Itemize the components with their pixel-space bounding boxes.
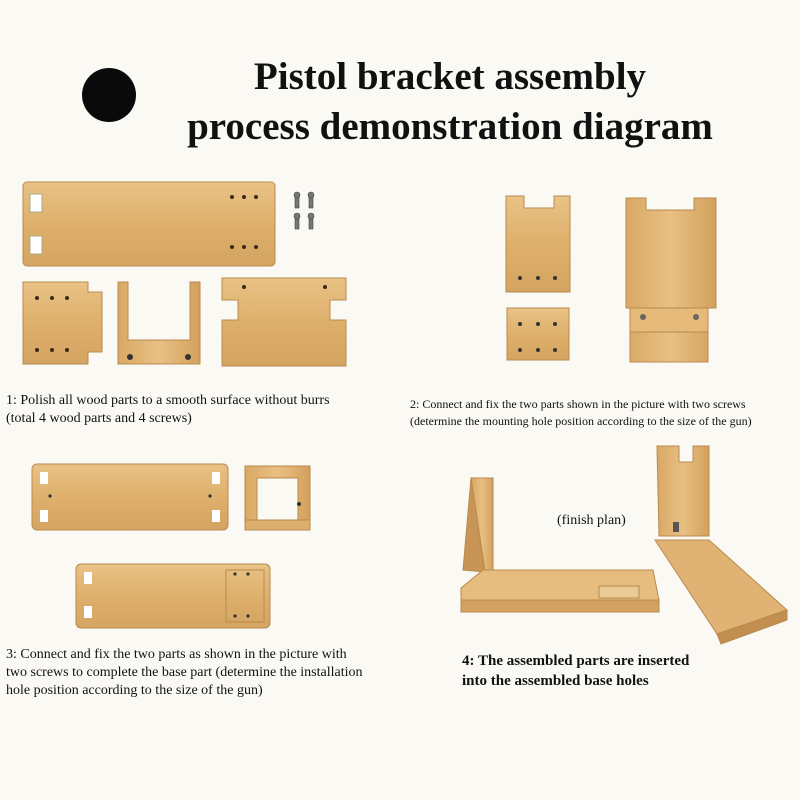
small-block-part bbox=[506, 307, 570, 361]
title-line-1: Pistol bracket assembly bbox=[253, 55, 647, 98]
upright-part bbox=[505, 195, 571, 293]
step-2-caption: 2: Connect and fix the two parts shown i… bbox=[410, 397, 752, 428]
bullet-dot-icon bbox=[82, 68, 136, 122]
back-plate-part bbox=[221, 277, 347, 367]
u-frame-part bbox=[117, 281, 201, 365]
step-4-caption: 4: The assembled parts are inserted into… bbox=[462, 653, 690, 689]
base-plate-part bbox=[31, 463, 229, 531]
step-4-image bbox=[455, 440, 800, 645]
page-title: Pistol bracket assembly process demonstr… bbox=[150, 52, 750, 152]
step-1-caption: 1: Polish all wood parts to a smooth sur… bbox=[6, 393, 330, 426]
title-line-2: process demonstration diagram bbox=[187, 105, 713, 148]
step-3-image bbox=[20, 460, 320, 635]
step-1-image bbox=[0, 170, 400, 390]
screws-icon bbox=[293, 191, 315, 230]
assembled-upright-part bbox=[625, 197, 717, 363]
base-plate-part bbox=[22, 181, 276, 267]
step-3-caption: 3: Connect and fix the two parts as show… bbox=[6, 647, 363, 698]
small-block-part bbox=[22, 281, 103, 365]
step-4-label: (finish plan) bbox=[557, 513, 626, 528]
finished-bracket-right bbox=[656, 445, 710, 537]
assembled-base-part bbox=[75, 563, 271, 629]
step-2-image bbox=[490, 190, 800, 370]
